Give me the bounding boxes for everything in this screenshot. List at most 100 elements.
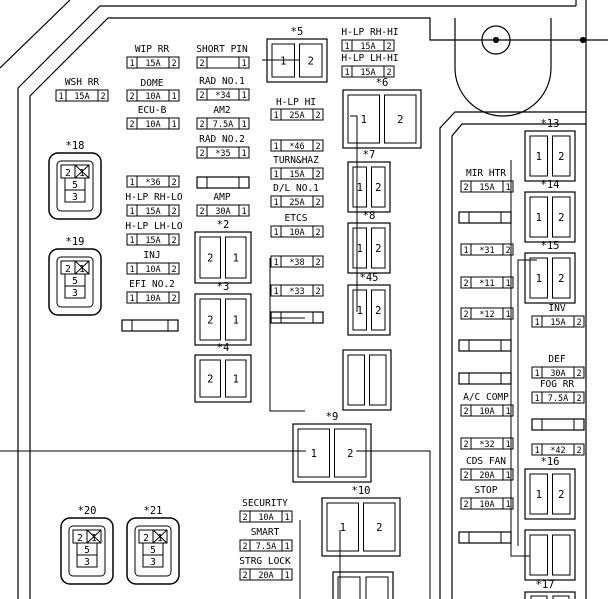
fuse-pin-right: 1 — [241, 207, 246, 217]
relay-pin-b: 2 — [308, 56, 314, 68]
fuse-rating: 10A — [258, 513, 273, 523]
fuse-pin-left: 1 — [129, 59, 134, 69]
fuse-name: RAD NO.2 — [199, 134, 245, 145]
connector-pin: 1 — [79, 168, 85, 179]
fuse-name: H-LP LH-HI — [341, 53, 398, 64]
fuse-pin-right: 2 — [505, 246, 510, 256]
fuse-pin-right: 2 — [386, 68, 391, 78]
wiring — [0, 59, 537, 599]
fuse-pin-left: 2 — [463, 310, 468, 320]
fuse-rating: 15A — [289, 170, 304, 180]
relay-label: *14 — [541, 179, 560, 191]
relay-pin-b: 2 — [375, 182, 381, 194]
relay-pin-b: 2 — [376, 522, 382, 534]
relay-label: *45 — [360, 272, 379, 284]
fuse-rating: 30A — [550, 369, 565, 379]
relay-pin-b: 2 — [558, 273, 564, 285]
fuse-name: WSH RR — [65, 77, 100, 88]
fuse-rating: 20A — [479, 471, 494, 481]
fuse-rating: *42 — [550, 446, 565, 456]
partial-relay-cavity — [332, 571, 394, 599]
relay-pin-a: 1 — [280, 56, 286, 68]
connector-pin: 3 — [72, 192, 78, 203]
fuse-pin-right: 1 — [505, 310, 510, 320]
fuse-pin-left: 2 — [463, 440, 468, 450]
fuse-pin-left: 2 — [463, 471, 468, 481]
fuse-pin-left: 1 — [273, 287, 278, 297]
fuse-pin-right: 2 — [315, 287, 320, 297]
fuse-pin-right: 2 — [315, 198, 320, 208]
fuse-pin-right: 2 — [171, 294, 176, 304]
fuse-name: RAD NO.1 — [199, 76, 245, 87]
relay-label: *9 — [326, 411, 339, 423]
fuse-pin-left: 1 — [463, 246, 468, 256]
fuse-name: AMP — [213, 192, 230, 203]
fuse-rating: 10A — [145, 120, 160, 130]
fuse-pin-right: 2 — [576, 369, 581, 379]
fuse-pin-right: 1 — [284, 542, 289, 552]
fuse-pin-right: 2 — [171, 236, 176, 246]
fuse-name: CDS FAN — [466, 456, 506, 467]
connector-pin: 2 — [77, 533, 83, 544]
fuse-rating: *11 — [479, 279, 494, 289]
fuse-pin-right: 1 — [241, 91, 246, 101]
fuse-pin-right: 2 — [576, 394, 581, 404]
fuse-pin-left: 1 — [273, 228, 278, 238]
fuse-pin-right: 2 — [171, 207, 176, 217]
fuse-pin-left: 1 — [273, 111, 278, 121]
fuse-name: DOME — [141, 78, 164, 89]
fuse-pin-left: 1 — [129, 265, 134, 275]
relay-pin-a: 2 — [207, 315, 213, 327]
fuse-name: TURN&HAZ — [273, 155, 319, 166]
fuse-pin-left: 1 — [129, 236, 134, 246]
connector-pin: 1 — [157, 533, 163, 544]
fuse-rating: 10A — [289, 228, 304, 238]
relay-pin-a: 1 — [361, 114, 367, 126]
fuse-pin-right: 2 — [171, 265, 176, 275]
fuse-pin-left: 1 — [273, 258, 278, 268]
fuse-pin-left: 1 — [344, 68, 349, 78]
connector-pin: 3 — [84, 557, 90, 568]
relay-pin-b: 2 — [558, 151, 564, 163]
fuse-pin-left: 1 — [58, 92, 63, 102]
fuse-pin-left: 2 — [129, 120, 134, 130]
relay-pin-b: 2 — [397, 114, 403, 126]
relay-pin-b: 1 — [233, 253, 239, 265]
fuse-name: ECU-B — [138, 105, 167, 116]
fuse-pin-right: 1 — [505, 500, 510, 510]
fuse-pin-left: 1 — [129, 294, 134, 304]
connector-label: *21 — [144, 505, 163, 517]
fuse-rating: 15A — [145, 207, 160, 217]
fuse-pin-left: 1 — [129, 207, 134, 217]
relay-label: *10 — [352, 485, 371, 497]
fuse-pin-right: 2 — [315, 228, 320, 238]
fuse-rating: 7.5A — [213, 120, 233, 130]
relay-pin-b: 2 — [347, 448, 353, 460]
relay-pin-a: 1 — [536, 273, 542, 285]
fuse-pin-left: 2 — [463, 279, 468, 289]
relay-pin-a: 1 — [536, 151, 542, 163]
fuse-pin-right: 1 — [505, 407, 510, 417]
